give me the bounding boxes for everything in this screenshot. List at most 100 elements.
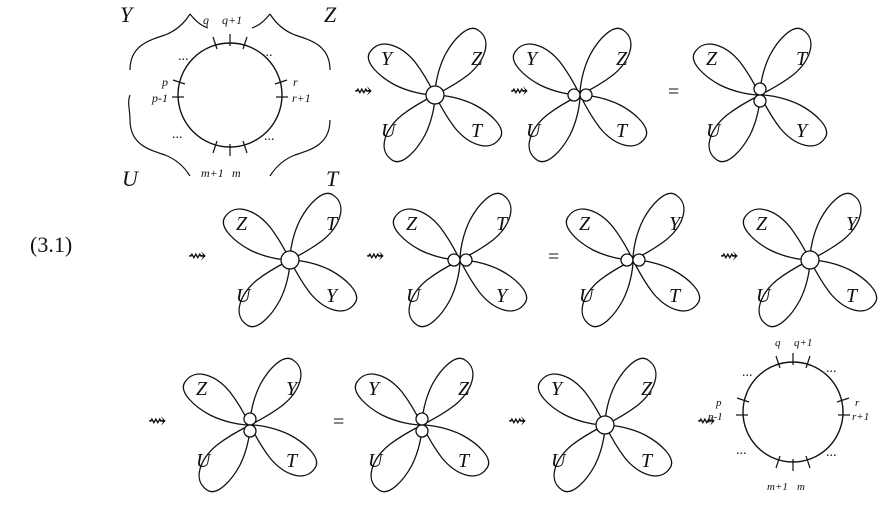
region-Z: Z [324,2,337,27]
vertex-node [753,82,767,96]
petal-label: U [368,450,384,472]
label-pm1: p-1 [151,91,168,105]
squiggle-arrow: ⇝ [508,408,526,433]
petal [565,208,634,261]
petal-label: Z [236,213,248,235]
petal [692,43,761,96]
petal-label: Y [796,120,809,142]
label-q1: q+1 [794,337,812,349]
label-m1: m+1 [767,481,788,493]
petal [434,94,503,147]
petal [392,208,461,261]
petal [604,424,673,477]
squiggle-arrow: ⇝ [354,78,372,103]
label-r: r [855,397,860,409]
flower-f4: Z T U Y [222,192,358,328]
vertex-node [567,88,581,102]
tick-marks [736,353,850,471]
vertex-node [243,412,257,426]
vertex-node [425,85,445,105]
label-q1: q+1 [222,13,242,27]
polygon-circle-initial: ... ... ... ... q q+1 p p-1 r r+1 m+1 m [120,2,340,191]
label-m: m [797,481,805,493]
region-U: U [122,166,140,191]
vertex-node [459,253,473,267]
petal-label: Z [756,213,768,235]
petal-label: T [616,120,629,142]
region-Y: Y [120,2,135,27]
petal-label: T [641,450,654,472]
label-r1: r+1 [292,91,311,105]
petal-label: Y [381,48,394,70]
squiggle-arrow: ⇝ [510,78,528,103]
vertex-node [415,424,429,438]
vertex-node [595,415,615,435]
petal-label: Y [551,378,564,400]
dots-bottom-left: ... [736,443,747,458]
dots-bottom-left: ... [172,127,183,142]
petal-label: Z [406,213,418,235]
petal [367,43,436,96]
vertex-node [620,253,634,267]
petal [759,94,828,147]
vertex-node [579,88,593,102]
petal [354,373,423,426]
label-m1: m+1 [201,166,224,180]
petal [809,259,878,312]
petal [742,208,811,261]
petal [537,373,606,426]
equation-label: (3.1) [30,232,73,257]
petal-label: Y [326,285,339,307]
flower-f10: Y Z U T [537,357,673,493]
label-p: p [715,397,722,409]
vertex-node [800,250,820,270]
petal-label: Y [496,285,509,307]
petal [222,208,291,261]
vertex-node [415,412,429,426]
petal-label: T [669,285,682,307]
petal-label: Z [616,48,628,70]
equals-sign: = [548,246,559,268]
label-p: p [161,75,168,89]
petal-label: Y [846,213,859,235]
petal-label: Y [669,213,682,235]
petal-label: U [706,120,722,142]
petal-label: U [551,450,567,472]
label-q: q [775,337,781,349]
petal [421,424,490,477]
petal-label: Z [641,378,653,400]
petal-label: U [756,285,772,307]
region-T: T [326,166,340,191]
label-q: q [203,13,209,27]
polygon-circle-final: ... ... ... ... q q+1 p p-1 r r+1 m+1 m [707,337,869,493]
petal-label: T [471,120,484,142]
squiggle-arrow: ⇝ [188,243,206,268]
vertex-node [243,424,257,438]
equals-sign: = [333,411,344,433]
squiggle-arrow: ⇝ [366,243,384,268]
operators: ⇝⇝=⇝⇝=⇝⇝=⇝⇝ [148,78,738,433]
squiggle-arrow: ⇝ [720,243,738,268]
petal-label: Y [368,378,381,400]
petal-label: T [458,450,471,472]
tick-marks [172,34,288,156]
petal-label: U [236,285,252,307]
dots-top-right: ... [826,361,837,376]
petal-label: U [381,120,397,142]
label-m: m [232,166,241,180]
petal [459,259,528,312]
petal [289,259,358,312]
label-r: r [293,75,298,89]
label-pm1: p-1 [707,411,723,423]
petal-label: T [326,213,339,235]
petal-label: U [406,285,422,307]
petal [249,424,318,477]
